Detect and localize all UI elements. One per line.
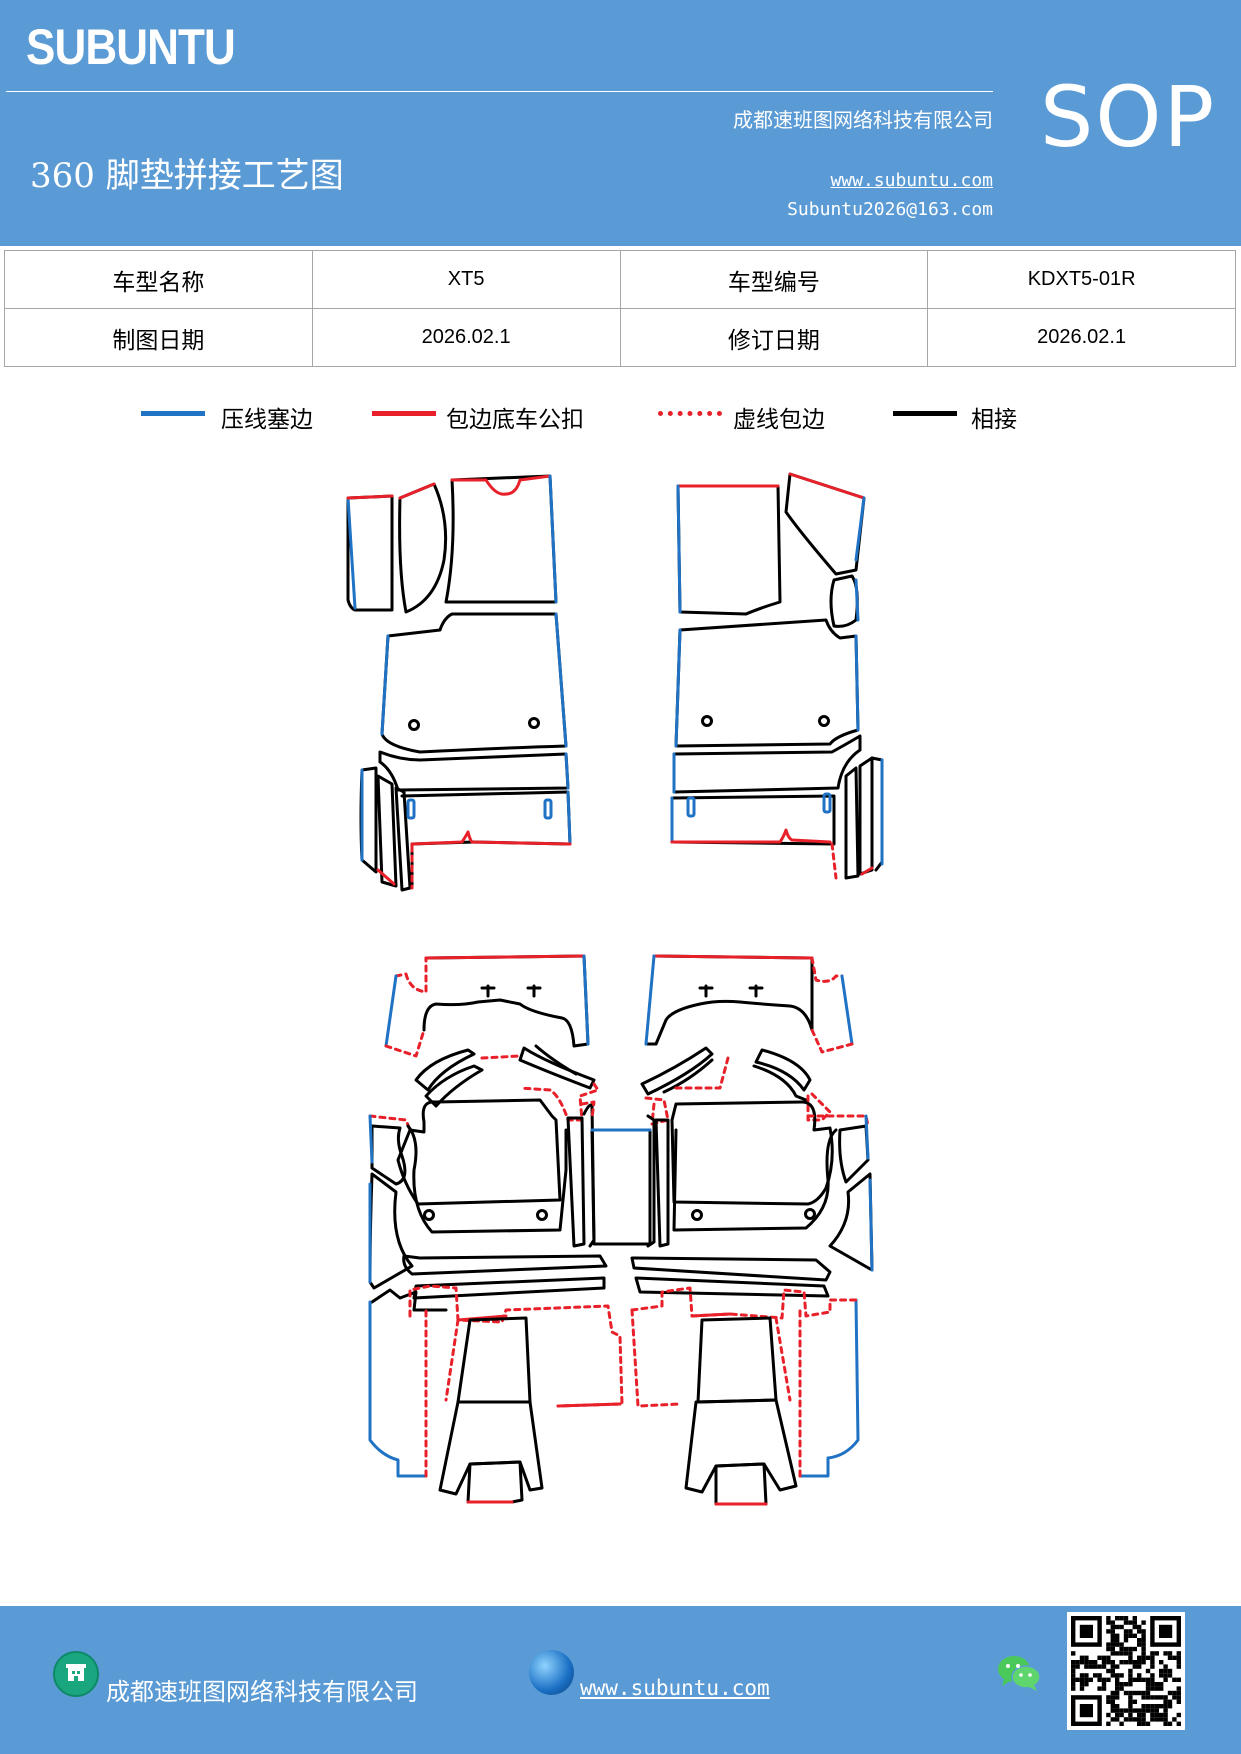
sop-badge: SOP xyxy=(1040,68,1217,166)
globe-icon xyxy=(529,1650,574,1695)
header-divider xyxy=(6,91,993,92)
header-company: 成都速班图网络科技有限公司 xyxy=(733,108,993,132)
footer-banner: 成都速班图网络科技有限公司 www.subuntu.com xyxy=(0,1606,1241,1754)
info-label: 车型名称 xyxy=(4,250,313,309)
info-value: KDXT5-01R xyxy=(927,250,1236,309)
legend-label: 包边底车公扣 xyxy=(446,407,584,433)
info-label: 车型编号 xyxy=(619,250,929,309)
info-value: 2026.02.1 xyxy=(311,308,621,367)
info-label: 制图日期 xyxy=(4,308,313,367)
header-banner: SUBUNTU 成都速班图网络科技有限公司 360 脚垫拼接工艺图 www.su… xyxy=(0,0,1241,246)
legend-swatch xyxy=(893,411,957,416)
legend-label: 相接 xyxy=(971,407,1017,433)
header-email: Subuntu2026@163.com xyxy=(787,199,993,220)
info-value: XT5 xyxy=(311,250,621,309)
qr-code xyxy=(1067,1612,1185,1730)
footer-company: 成都速班图网络科技有限公司 xyxy=(106,1678,418,1706)
floor-mat-diagram xyxy=(346,472,884,1506)
info-value: 2026.02.1 xyxy=(927,308,1236,367)
page-title: 360 脚垫拼接工艺图 xyxy=(30,156,344,196)
brand-logo: SUBUNTU xyxy=(26,19,236,75)
legend: 压线塞边 包边底车公扣 虚线包边 相接 xyxy=(0,400,1241,440)
rear-right-mat xyxy=(630,954,874,1506)
legend-swatch xyxy=(141,411,205,416)
info-label: 修订日期 xyxy=(619,308,929,367)
header-website-link[interactable]: www.subuntu.com xyxy=(830,170,993,191)
wechat-icon xyxy=(996,1652,1042,1694)
front-left-mat xyxy=(346,474,572,892)
legend-label: 虚线包边 xyxy=(733,407,825,433)
legend-label: 压线塞边 xyxy=(221,407,313,433)
legend-swatch xyxy=(658,411,722,416)
front-right-mat xyxy=(670,472,884,880)
company-icon xyxy=(53,1651,99,1697)
rear-left-mat xyxy=(368,954,652,1504)
legend-swatch xyxy=(372,411,436,416)
footer-website-link[interactable]: www.subuntu.com xyxy=(580,1676,770,1700)
